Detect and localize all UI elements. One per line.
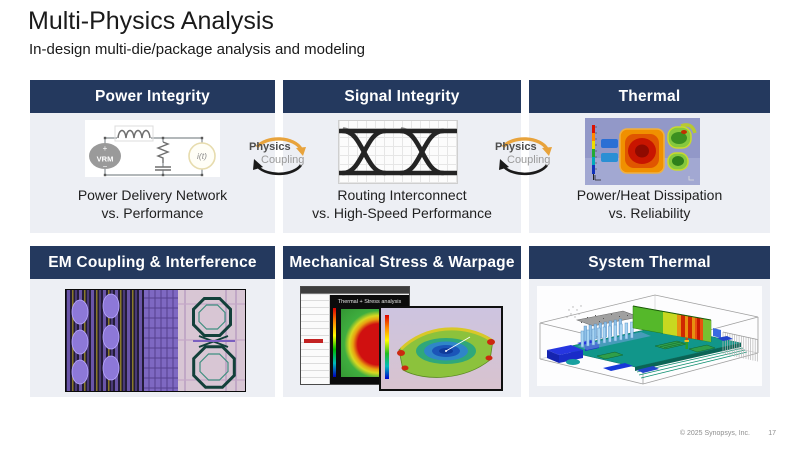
heatsink-fins: [580, 318, 634, 348]
current-source-label: i(t): [197, 151, 207, 161]
chip-layout-icon: [66, 290, 245, 391]
die-thermal-image: [585, 118, 700, 185]
thermal-colorbar: [592, 125, 597, 180]
panel-header-label: Power Integrity: [95, 87, 210, 105]
caption-line2: vs. Reliability: [608, 205, 691, 221]
coupling-arrows-icon: [499, 137, 552, 176]
stress-warpage-figure: Thermal + Stress analysis: [300, 284, 506, 394]
app-titlebar: [301, 287, 409, 294]
inductor-box: [114, 125, 154, 142]
footer-copyright: © 2025 Synopsys, Inc.: [679, 430, 750, 437]
warpage-window: [379, 306, 503, 391]
panel-header-label: Thermal: [618, 87, 681, 105]
panel-header-label: EM Coupling & Interference: [48, 253, 257, 271]
coupling-arrows-icon: [253, 137, 306, 176]
capacitor-plates: [155, 166, 171, 171]
caption-line1: Routing Interconnect: [337, 187, 467, 203]
panel-header: Mechanical Stress & Warpage: [283, 246, 521, 279]
physics-coupling-badge: Physics Coupling: [486, 126, 564, 184]
junction-dots: [103, 136, 204, 177]
panel-body: Power/Heat Dissipation vs. Reliability: [529, 113, 770, 233]
panel-header: EM Coupling & Interference: [30, 246, 275, 279]
cool-bar: [601, 139, 618, 148]
cool-bar: [601, 153, 618, 162]
panel-caption: Power/Heat Dissipation vs. Reliability: [529, 186, 770, 222]
caption-line2: vs. Performance: [101, 205, 204, 221]
canvas-title: Thermal + Stress analysis: [337, 299, 402, 305]
system-thermal-image: [537, 286, 762, 386]
eye-diagram-icon: [336, 127, 460, 176]
via-grid: [144, 290, 178, 391]
dot-texture: [566, 305, 582, 318]
panel-caption: Power Delivery Network vs. Performance: [30, 186, 275, 222]
vrm-symbol: [89, 143, 121, 169]
coupling-label-line2: Coupling: [507, 154, 551, 166]
page-title: Multi-Physics Analysis: [28, 7, 274, 35]
coupling-label-line1: Physics: [249, 141, 291, 153]
caption-line2: vs. High-Speed Performance: [312, 205, 492, 221]
thermal-card: [632, 305, 712, 343]
eye-diagram-image: [336, 120, 460, 184]
panel-header-label: Signal Integrity: [344, 87, 460, 105]
panel-header: Power Integrity: [30, 80, 275, 113]
sidebar-red-bar: [304, 339, 323, 343]
panel-body: [30, 279, 275, 397]
panel-thermal: Thermal: [529, 80, 770, 233]
panel-header-label: Mechanical Stress & Warpage: [289, 253, 515, 271]
panel-body: + VRM − i(t) Power Delivery Network vs. …: [30, 113, 275, 233]
warm-components: [667, 123, 697, 171]
panel-power-integrity: Power Integrity + VRM: [30, 80, 275, 233]
panel-mechanical-stress: Mechanical Stress & Warpage Thermal + St…: [283, 246, 521, 397]
page-subtitle: In-design multi-die/package analysis and…: [29, 41, 366, 58]
power-circuit-image: + VRM − i(t): [85, 120, 220, 177]
coupling-label-line2: Coupling: [261, 154, 305, 166]
resistor-zigzag: [156, 141, 170, 163]
panel-em-coupling: EM Coupling & Interference: [30, 246, 275, 397]
circuit-diagram-icon: + VRM − i(t): [89, 125, 216, 177]
caption-line1: Power Delivery Network: [77, 187, 228, 203]
vrm-label: VRM: [97, 155, 114, 164]
footer-page-number: 17: [768, 430, 776, 437]
warped-plate-icon: [397, 327, 495, 378]
panel-system-thermal: System Thermal: [529, 246, 770, 397]
physics-coupling-badge: Physics Coupling: [240, 126, 318, 184]
panel-header: System Thermal: [529, 246, 770, 279]
panel-body: Routing Interconnect vs. High-Speed Perf…: [283, 113, 521, 233]
axis-triad: [594, 175, 601, 181]
thermal-map-icon: [585, 118, 700, 185]
spiral-inductors: [192, 297, 236, 389]
panel-body: Thermal + Stress analysis: [283, 279, 521, 397]
panel-signal-integrity: Signal Integrity Routing Interconnect v: [283, 80, 521, 233]
vrm-plus: +: [103, 144, 108, 153]
app-sidebar: [301, 295, 330, 384]
layout-pads: [71, 293, 120, 385]
stress-colorbar: [333, 308, 336, 377]
panel-caption: Routing Interconnect vs. High-Speed Perf…: [283, 186, 521, 222]
warpage-colorbar: [385, 315, 389, 379]
panel-body: [529, 279, 770, 397]
coupling-label-line1: Physics: [495, 141, 537, 153]
pcb-edge: [635, 343, 741, 371]
panel-header: Thermal: [529, 80, 770, 113]
current-source-symbol: [188, 142, 216, 170]
panel-header-label: System Thermal: [588, 253, 711, 271]
caption-line1: Power/Heat Dissipation: [576, 187, 723, 203]
board-components: [566, 328, 733, 373]
inductor-coil: [117, 129, 151, 139]
edge-fin-comb: [722, 331, 758, 362]
board-thermal-3d-icon: [539, 294, 759, 385]
panel-header: Signal Integrity: [283, 80, 521, 113]
hot-spot: [619, 128, 665, 174]
chip-layout-image: [65, 289, 246, 392]
heatsink-top-plate: [575, 310, 641, 327]
vrm-minus: −: [103, 162, 108, 171]
